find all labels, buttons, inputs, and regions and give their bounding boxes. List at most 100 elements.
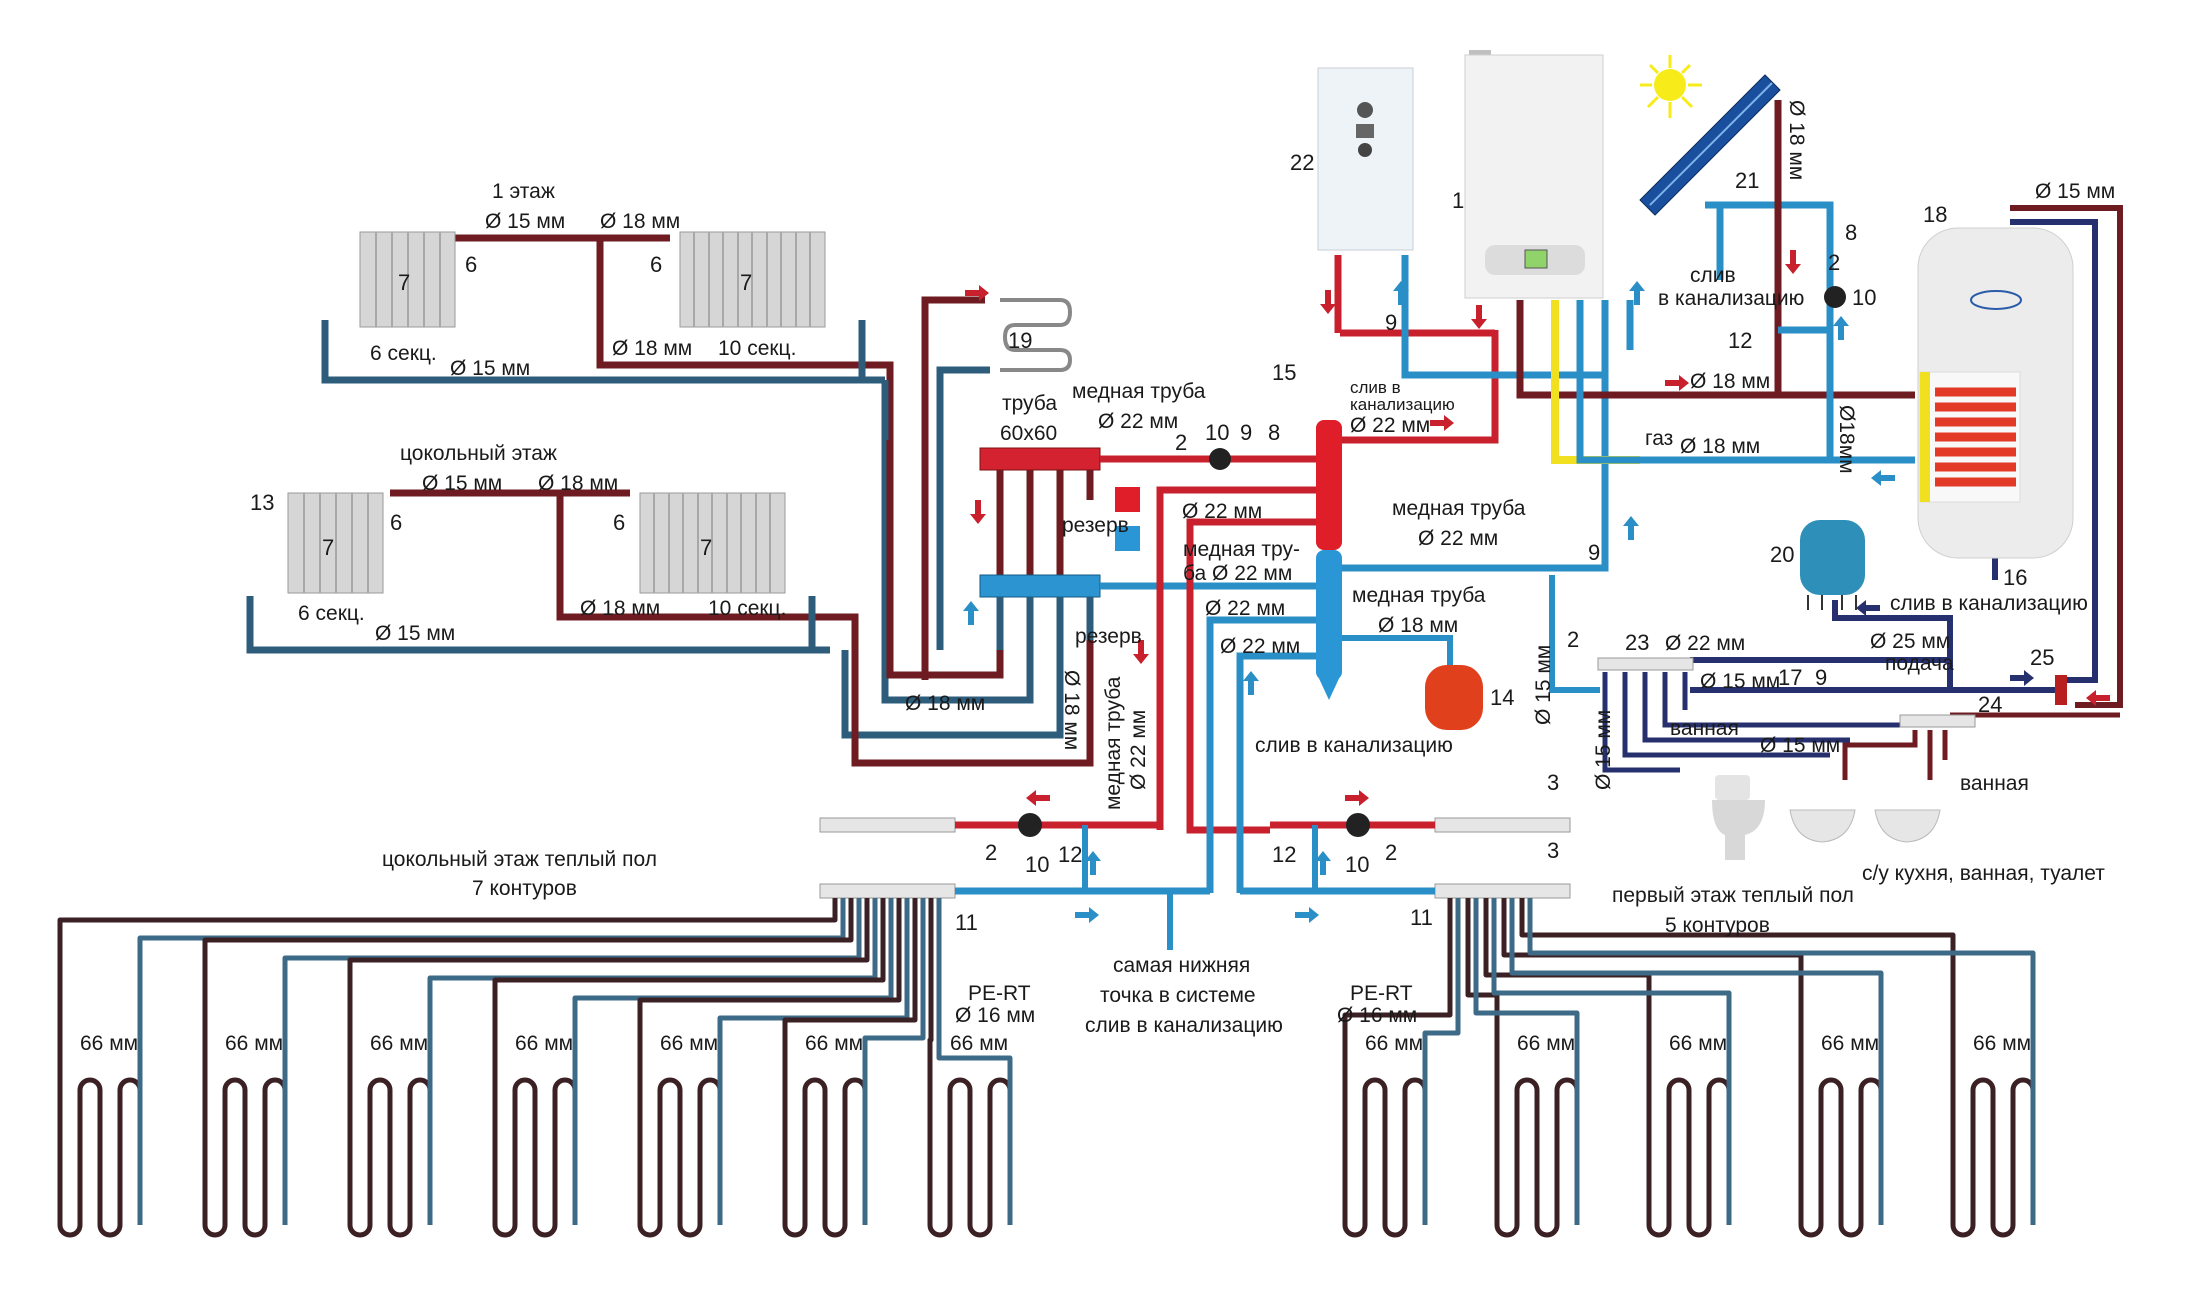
floor-loop-spacing-label: 66 мм bbox=[1973, 1032, 2031, 1055]
uf-left-pipe-line1: PE-RT bbox=[968, 982, 1031, 1005]
pump-num: 10 bbox=[1205, 420, 1229, 445]
uf-right-pump-num: 10 bbox=[1345, 852, 1369, 877]
electric-boiler-num: 22 bbox=[1290, 150, 1314, 175]
d22-label-b: Ø 22 мм bbox=[1205, 597, 1285, 620]
reserve-label-1: резерв bbox=[1062, 514, 1129, 537]
d15-vertical-label: Ø 15 мм bbox=[1532, 645, 1555, 725]
uf-left-return-manifold bbox=[819, 883, 956, 899]
uf-right-vent-num-2: 3 bbox=[1547, 838, 1559, 863]
basement-return-pipe bbox=[246, 596, 830, 654]
floor-loop-spacing-label: 66 мм bbox=[80, 1032, 138, 1055]
uf-left-supply-manifold bbox=[819, 817, 956, 833]
floor-loop-spacing-label: 66 мм bbox=[225, 1032, 283, 1055]
gas-label: газ bbox=[1645, 427, 1673, 450]
d22-label-c: Ø 22 мм bbox=[1220, 635, 1300, 658]
uf-right-title-line1: первый этаж теплый пол bbox=[1612, 884, 1854, 907]
sanitary-label: с/у кухня, ванная, туалет bbox=[1862, 862, 2105, 885]
copper-22-mid-line2: ба Ø 22 мм bbox=[1183, 562, 1292, 585]
floor1-supply-riser bbox=[596, 238, 894, 440]
electric-boiler bbox=[1317, 67, 1414, 251]
floor-loop: 66 мм bbox=[202, 898, 862, 1238]
underfloor-manifolds bbox=[819, 817, 1571, 950]
drain-point-line2: точка в системе bbox=[1100, 984, 1256, 1007]
uf-left-check-num: 2 bbox=[985, 840, 997, 865]
floor1-pipe-a: Ø 15 мм bbox=[485, 210, 565, 233]
floor1-supply-main bbox=[886, 440, 1004, 679]
solar-drain-line1: слив bbox=[1690, 264, 1736, 287]
flow-arrow-icon bbox=[963, 601, 979, 625]
floor1-right-sections: 10 секц. bbox=[718, 337, 796, 360]
uf-left-return-main bbox=[1206, 616, 1316, 893]
uf-right-check-num: 2 bbox=[1385, 840, 1397, 865]
gas-boiler bbox=[1464, 50, 1604, 299]
basement-right-sections: 10 секц. bbox=[708, 597, 786, 620]
dhw-recirc bbox=[2010, 219, 2098, 683]
gas-boiler-num: 1 bbox=[1452, 188, 1464, 213]
copper-22-vertical-line1: медная труба bbox=[1102, 676, 1125, 810]
towel-return bbox=[936, 366, 990, 650]
flow-arrow-icon bbox=[1075, 907, 1099, 923]
d15-vertical-label-2: Ø 15 мм bbox=[1592, 710, 1615, 790]
uf-left-title-line1: цокольный этаж теплый пол bbox=[382, 848, 657, 871]
solar-valve-num: 8 bbox=[1845, 220, 1857, 245]
floor-loop-coil bbox=[927, 1060, 1013, 1238]
expansion-water-num: 20 bbox=[1770, 542, 1794, 567]
basement-pipe-b: Ø 18 мм bbox=[538, 472, 618, 495]
floor1-return-pipe bbox=[321, 320, 885, 384]
floor-loop-spacing-label: 66 мм bbox=[950, 1032, 1008, 1055]
copper-18-right-line1: медная труба bbox=[1352, 584, 1486, 607]
radiator-floor1-left bbox=[359, 231, 456, 328]
floor-loop-spacing-label: 66 мм bbox=[1365, 1032, 1423, 1055]
safety-drain-2: канализацию bbox=[1350, 395, 1455, 414]
floor-loop: 66 мм bbox=[1483, 898, 1732, 1238]
d18-tank-vertical: Ø18мм bbox=[1835, 405, 1858, 474]
d22-label-a: Ø 22 мм bbox=[1182, 500, 1262, 523]
uf-left-manifold-num: 11 bbox=[955, 910, 978, 935]
collector-outlets-hot bbox=[996, 470, 1094, 675]
uf-right-title-line2: 5 контуров bbox=[1665, 914, 1770, 937]
floor-loop: 66 мм bbox=[347, 898, 878, 1238]
flow-arrow-icon bbox=[1393, 281, 1409, 305]
check-mid-num: 2 bbox=[1567, 627, 1579, 652]
flow-arrow-icon bbox=[2010, 670, 2034, 686]
floor-loop-coil bbox=[1950, 1060, 2036, 1238]
flow-arrow-icon bbox=[1871, 470, 1895, 486]
floor-loop-supply bbox=[347, 898, 870, 1060]
safety-drain-1: слив в bbox=[1350, 378, 1401, 397]
floor-loop-coil bbox=[347, 1060, 433, 1238]
flow-arrow-icon bbox=[970, 500, 986, 524]
flow-arrow-icon bbox=[1665, 375, 1689, 391]
pipe-60-line1: труба bbox=[1002, 392, 1057, 415]
flow-arrow-icon bbox=[1471, 305, 1487, 329]
floor-loop-coil bbox=[637, 1060, 723, 1238]
uf-right-return-main bbox=[1236, 652, 1316, 893]
flow-arrow-icon bbox=[1243, 671, 1259, 695]
flow-arrow-icon bbox=[1133, 640, 1149, 664]
floor-loop-coil bbox=[1646, 1060, 1732, 1238]
floor-loop-supply bbox=[492, 898, 886, 1060]
floor-loop-coil bbox=[1342, 1060, 1428, 1238]
floor-loop-coil bbox=[492, 1060, 578, 1238]
floor-loop-return bbox=[1422, 898, 1461, 1225]
floor-loop-supply bbox=[57, 898, 838, 1060]
flow-arrow-icon bbox=[1785, 250, 1801, 274]
towel-supply bbox=[921, 296, 985, 680]
pump-icon bbox=[1018, 813, 1042, 837]
copper-22-vertical-line2: Ø 22 мм bbox=[1127, 710, 1150, 790]
floor-loop-coil bbox=[57, 1060, 143, 1238]
filter-mid-num: 9 bbox=[1588, 540, 1600, 565]
uf-right-pipe-line2: Ø 16 мм bbox=[1337, 1004, 1417, 1027]
floor1-return-b: Ø 18 мм bbox=[612, 337, 692, 360]
sun-icon bbox=[1640, 55, 1702, 118]
floor-loop: 66 мм bbox=[782, 898, 926, 1238]
cold-water-main bbox=[1690, 600, 1953, 693]
floor-loop-coil bbox=[202, 1060, 288, 1238]
floor-loop-supply bbox=[1519, 898, 1956, 1060]
flow-arrow-icon bbox=[2086, 690, 2110, 706]
radiator-basement-left bbox=[287, 492, 384, 594]
basement-left-valve-num: 6 bbox=[390, 510, 402, 535]
radiator-floor1-right bbox=[679, 231, 826, 328]
